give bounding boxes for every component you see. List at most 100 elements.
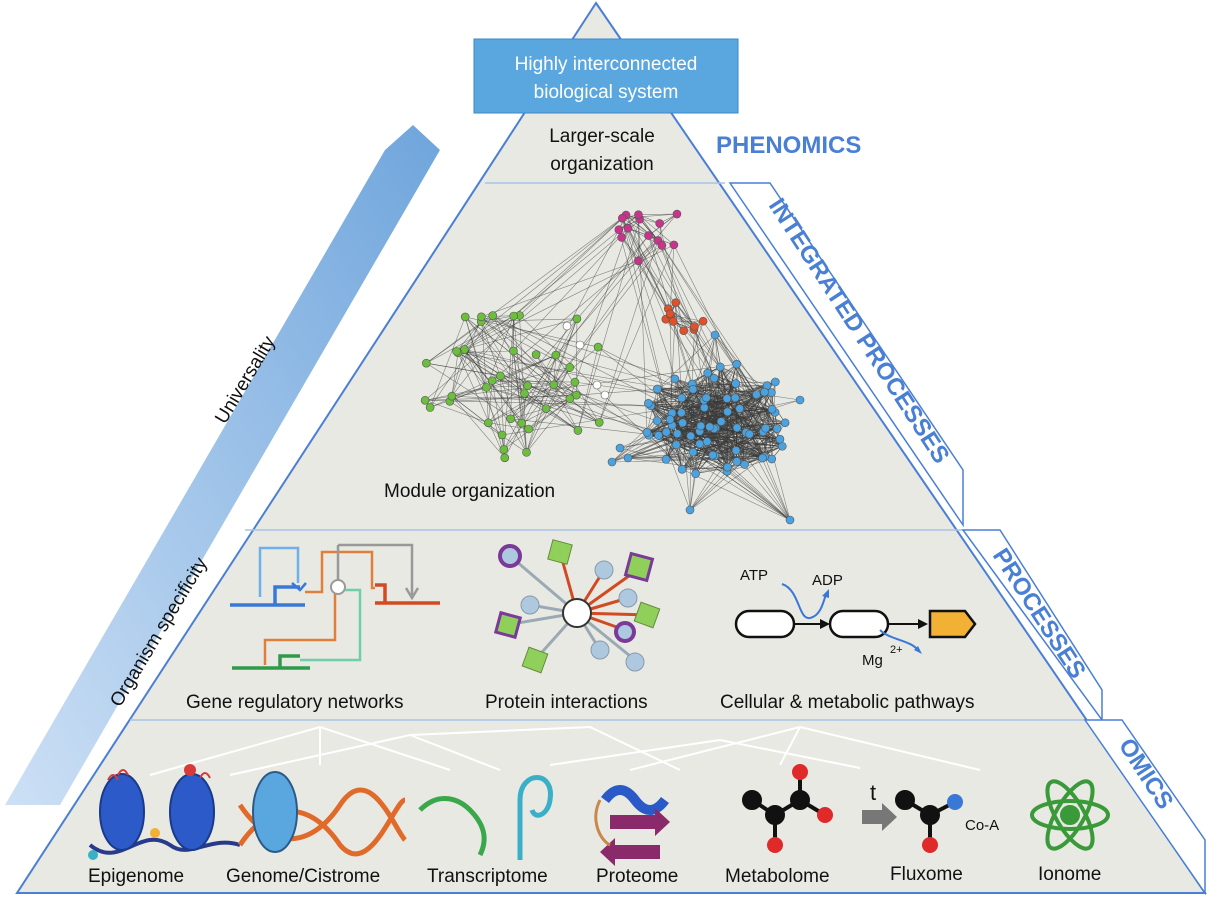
network-node xyxy=(509,347,517,355)
network-node xyxy=(524,382,532,390)
network-node xyxy=(786,516,794,524)
network-node xyxy=(507,415,515,423)
network-node xyxy=(518,419,526,427)
module-organization-label: Module organization xyxy=(384,481,555,502)
network-node xyxy=(510,312,518,320)
network-node xyxy=(655,432,663,440)
network-node xyxy=(745,430,753,438)
network-node xyxy=(677,409,685,417)
time-label: t xyxy=(870,780,876,805)
network-node xyxy=(421,396,429,404)
network-node xyxy=(724,408,732,416)
network-node xyxy=(571,378,579,386)
network-node xyxy=(422,359,430,367)
top-box-line2: biological system xyxy=(534,82,679,103)
network-node xyxy=(702,394,710,402)
network-node xyxy=(615,226,623,234)
network-node xyxy=(752,391,760,399)
network-node xyxy=(634,211,642,219)
network-node xyxy=(496,372,504,380)
pathways-label: Cellular & metabolic pathways xyxy=(720,692,975,713)
network-node xyxy=(448,392,456,400)
metabolome-label: Metabolome xyxy=(725,866,830,887)
network-node xyxy=(731,394,739,402)
network-node xyxy=(732,446,740,454)
network-node xyxy=(593,381,601,389)
network-node xyxy=(563,322,571,330)
mg-sup-label: 2+ xyxy=(890,644,903,656)
network-node xyxy=(566,395,574,403)
network-node xyxy=(732,380,740,388)
network-node xyxy=(643,428,651,436)
network-node xyxy=(566,363,574,371)
network-node xyxy=(703,438,711,446)
gene-regulatory-label: Gene regulatory networks xyxy=(186,692,404,713)
network-node xyxy=(711,331,719,339)
network-node xyxy=(692,470,700,478)
network-node xyxy=(484,419,492,427)
network-node xyxy=(500,445,508,453)
network-node xyxy=(624,454,632,462)
network-node xyxy=(687,432,695,440)
network-node xyxy=(645,232,653,240)
protein-interactions-label: Protein interactions xyxy=(485,692,648,713)
network-node xyxy=(666,310,674,318)
network-node xyxy=(704,369,712,377)
network-node xyxy=(488,377,496,385)
network-node xyxy=(653,385,661,393)
adp-label: ADP xyxy=(812,572,843,589)
network-node xyxy=(453,347,461,355)
network-node xyxy=(723,463,731,471)
network-node xyxy=(482,383,490,391)
network-node xyxy=(673,430,681,438)
network-node xyxy=(616,444,624,452)
network-node xyxy=(532,351,540,359)
phenomics-label: PHENOMICS xyxy=(716,132,861,159)
network-node xyxy=(760,388,768,396)
network-node xyxy=(666,415,674,423)
network-node xyxy=(696,440,704,448)
network-node xyxy=(658,241,666,249)
network-node xyxy=(477,313,485,321)
network-node xyxy=(717,418,725,426)
network-node xyxy=(520,389,528,397)
network-node xyxy=(576,341,584,349)
network-node xyxy=(762,424,770,432)
network-node xyxy=(672,441,680,449)
network-node xyxy=(653,417,661,425)
network-node xyxy=(733,424,741,432)
network-node xyxy=(669,317,677,325)
network-node xyxy=(689,448,697,456)
network-node xyxy=(680,327,688,335)
network-node xyxy=(594,343,602,351)
network-node xyxy=(550,381,558,389)
network-node xyxy=(662,455,670,463)
network-node xyxy=(699,317,707,325)
network-node xyxy=(733,457,741,465)
network-node xyxy=(686,506,694,514)
network-node xyxy=(768,405,776,413)
epigenome-label: Epigenome xyxy=(88,866,184,887)
network-node xyxy=(709,451,717,459)
network-node xyxy=(689,385,697,393)
network-node xyxy=(678,465,686,473)
network-node xyxy=(736,405,744,413)
mg-label: Mg xyxy=(862,652,883,669)
network-node xyxy=(758,454,766,462)
network-node xyxy=(601,391,609,399)
network-node xyxy=(678,394,686,402)
network-node xyxy=(771,378,779,386)
network-node xyxy=(618,233,626,241)
network-node xyxy=(723,395,731,403)
network-node xyxy=(781,419,789,427)
network-node xyxy=(426,403,434,411)
network-node xyxy=(741,461,749,469)
network-node xyxy=(644,399,652,407)
network-node xyxy=(618,214,626,222)
network-node xyxy=(716,363,724,371)
genome-label: Genome/Cistrome xyxy=(226,866,380,887)
proteome-label: Proteome xyxy=(596,866,678,887)
atp-label: ATP xyxy=(740,567,768,584)
network-node xyxy=(776,435,784,443)
